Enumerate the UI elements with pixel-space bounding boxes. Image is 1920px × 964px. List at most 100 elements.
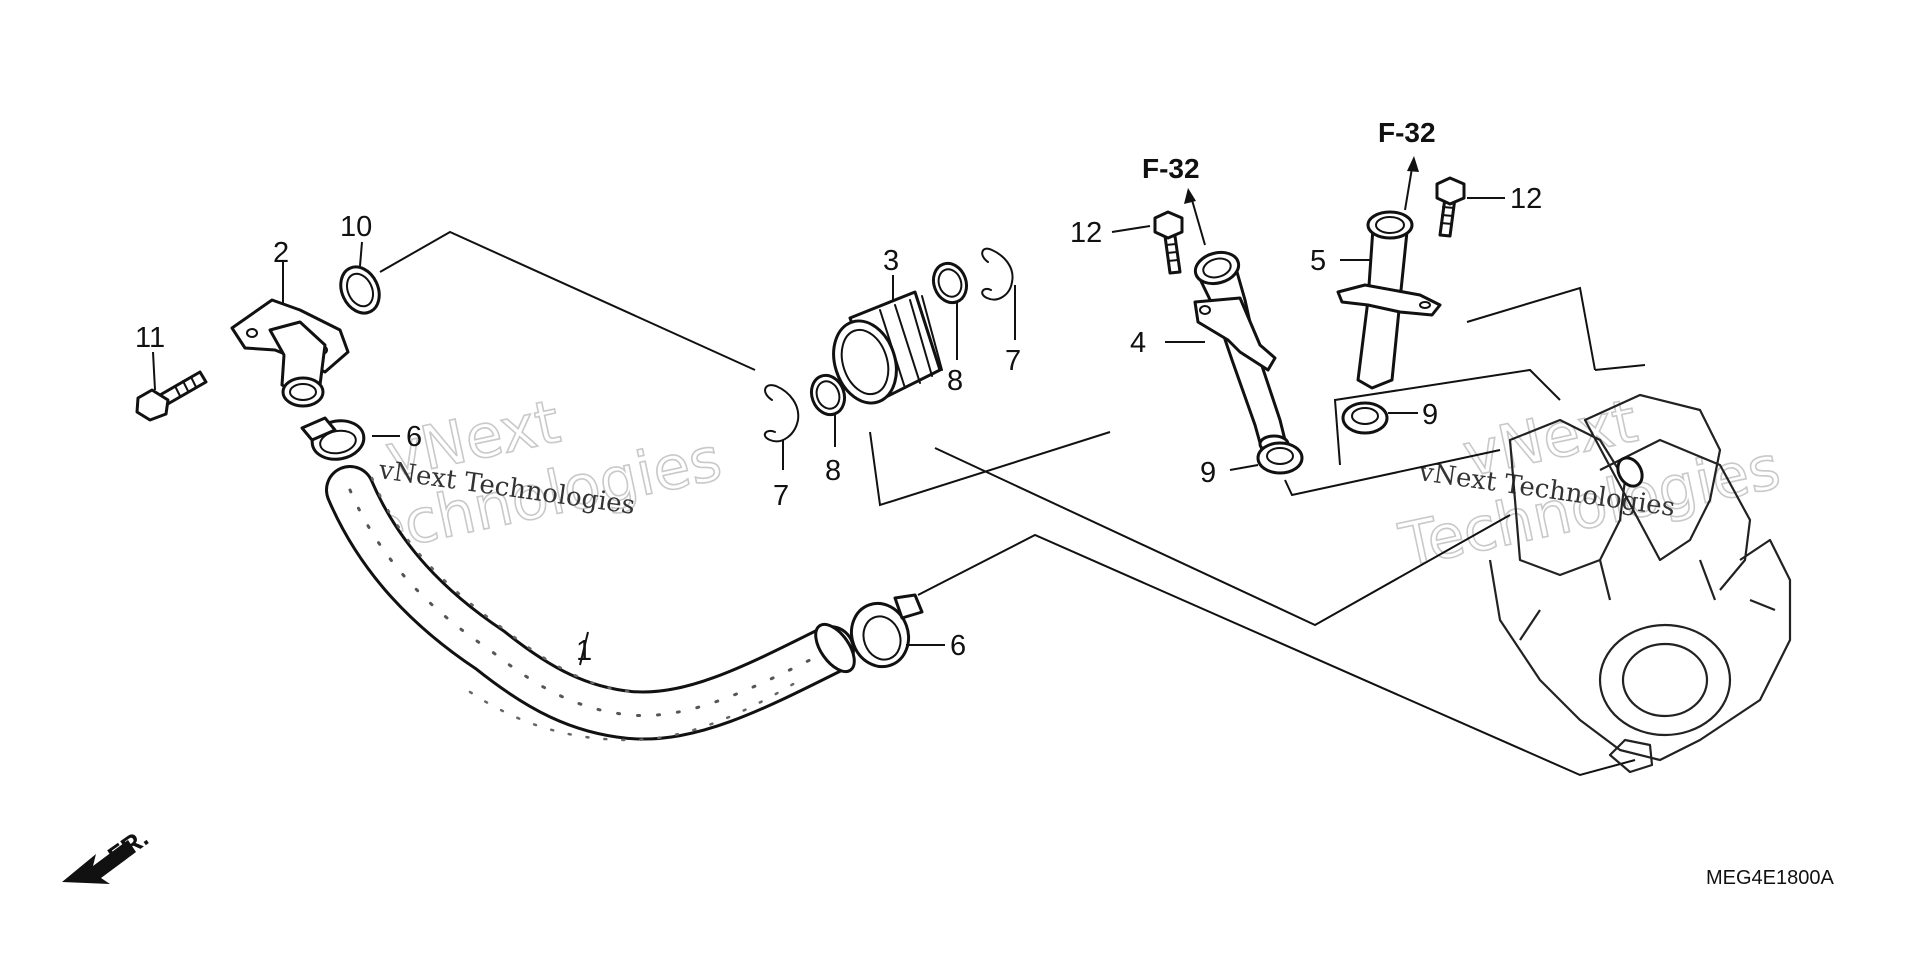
water-joint-outlet xyxy=(281,376,325,408)
part-6-hose-clamp-upper xyxy=(300,416,366,461)
arrow-f32-left-shaft xyxy=(1191,199,1206,246)
engine-detail-lines xyxy=(1519,559,1776,641)
water-joint-outlet-bore xyxy=(289,383,317,401)
boundary-line-lower-left xyxy=(869,431,1111,507)
part-12-bolt-right xyxy=(1435,176,1466,238)
boundary-line-right-c xyxy=(1594,364,1646,371)
flange-bolt-hole-1 xyxy=(246,328,258,338)
callout-6-lower: 6 xyxy=(950,630,966,662)
hose-texture-3 xyxy=(468,678,802,742)
callout-6-upper: 6 xyxy=(406,421,422,453)
callout-1: 1 xyxy=(576,635,592,667)
reference-label-right: F-32 xyxy=(1378,117,1436,148)
clamp-lower-tab xyxy=(893,593,924,620)
engine-head xyxy=(1599,438,1752,591)
engine-water-outlet xyxy=(1616,456,1644,488)
o-ring-left-inner xyxy=(815,380,841,410)
part-9-seal-left xyxy=(1256,441,1304,475)
arrow-f32-left-head xyxy=(1184,188,1196,204)
callout-8-right: 8 xyxy=(947,365,963,397)
boundary-line-upper xyxy=(379,230,756,371)
part-7-clip-right xyxy=(981,247,1014,301)
callout-numbers: 1 2 3 4 5 6 6 7 7 8 8 9 9 10 11 12 12 xyxy=(135,183,1542,667)
hose-texture xyxy=(348,488,832,718)
part-12-bolt-left xyxy=(1153,210,1184,275)
engine-cover-inner xyxy=(1621,642,1709,718)
bolt-12-left-threads xyxy=(1165,243,1179,262)
part-4-water-pipe xyxy=(1193,250,1290,454)
engine-fitting xyxy=(1608,738,1654,774)
o-ring-10-outer xyxy=(339,265,381,315)
part-10-o-ring xyxy=(339,265,381,315)
callout-4: 4 xyxy=(1130,327,1146,359)
hose-texture-2 xyxy=(370,476,634,694)
bolt-12-right-threads xyxy=(1440,206,1455,225)
part-6-hose-clamp-lower xyxy=(850,593,924,669)
arrow-f32-right-shaft xyxy=(1404,167,1413,211)
bolt-11-head xyxy=(135,388,170,422)
callout-11: 11 xyxy=(135,322,165,354)
callout-12-right: 12 xyxy=(1510,183,1542,215)
arrow-f32-right-head xyxy=(1407,156,1419,172)
front-arrow-icon xyxy=(62,840,136,884)
engine-crankcase xyxy=(1488,538,1792,762)
part-11-bolt xyxy=(135,370,208,422)
engine-cylinder-rear xyxy=(1583,393,1722,562)
leader-1 xyxy=(579,631,589,666)
pipe-5-bracket xyxy=(1336,283,1442,317)
clip-left-wire xyxy=(763,384,800,443)
pipe-4-bracket xyxy=(1193,296,1277,372)
pipe-5-bracket-hole xyxy=(1419,301,1431,309)
callout-9-right: 9 xyxy=(1422,399,1438,431)
o-ring-right-outer xyxy=(931,261,969,305)
reference-label-left: F-32 xyxy=(1142,153,1200,184)
callout-7-left: 7 xyxy=(773,480,789,512)
boundary-line-hose xyxy=(917,533,1636,777)
callout-8-left: 8 xyxy=(825,455,841,487)
leader-10 xyxy=(359,241,363,267)
part-8-o-ring-right xyxy=(931,261,969,305)
boundary-line-lower-right xyxy=(1284,449,1501,497)
diagram-code: MEG4E1800A xyxy=(1706,867,1835,889)
bolt-11-threads xyxy=(174,376,197,397)
clamp-upper-tab xyxy=(300,416,337,442)
engine-cylinder-front xyxy=(1508,418,1627,577)
bolt-12-left-head xyxy=(1153,210,1184,240)
sleeve-ribs xyxy=(879,295,943,389)
boundary-line-right-a xyxy=(1333,368,1561,466)
callout-10: 10 xyxy=(340,211,372,243)
sleeve-bore xyxy=(840,328,890,396)
clamp-upper-bore xyxy=(319,429,357,455)
assembly-boundary-lines xyxy=(379,230,1646,777)
seal-right-inner xyxy=(1351,407,1379,425)
part-3-connector-sleeve xyxy=(832,290,943,405)
engine-outline xyxy=(1488,393,1792,774)
engine-cover xyxy=(1598,623,1732,737)
pipe-4-top-bore xyxy=(1202,257,1232,279)
leader-11 xyxy=(152,351,156,391)
pipe-5-top-bore xyxy=(1375,216,1405,234)
seal-left-inner xyxy=(1266,447,1294,465)
callout-2: 2 xyxy=(273,237,289,269)
callout-12-left: 12 xyxy=(1070,217,1102,249)
clip-right-wire xyxy=(981,247,1014,301)
leader-lines xyxy=(152,156,1505,666)
callout-5: 5 xyxy=(1310,245,1326,277)
o-ring-10-inner xyxy=(345,272,375,308)
boundary-line-middle xyxy=(934,447,1511,627)
o-ring-right-inner xyxy=(937,268,963,298)
callout-3: 3 xyxy=(883,245,899,277)
leader-9-left xyxy=(1229,464,1259,471)
leader-12-left xyxy=(1111,225,1151,233)
part-9-seal-right xyxy=(1341,401,1389,435)
part-7-clip-left xyxy=(763,384,800,443)
part-2-water-joint xyxy=(230,298,350,408)
bolt-12-right-head xyxy=(1435,176,1466,206)
callout-9-left: 9 xyxy=(1200,457,1216,489)
hose-end-right xyxy=(814,622,856,674)
pipe-4-bracket-hole xyxy=(1199,305,1211,315)
clamp-lower-band xyxy=(850,601,910,669)
part-5-water-pipe xyxy=(1336,210,1442,390)
